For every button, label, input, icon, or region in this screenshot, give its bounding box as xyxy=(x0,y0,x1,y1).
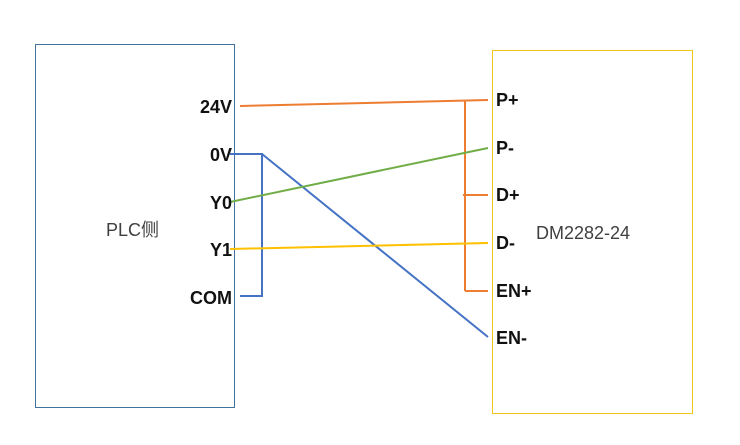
driver-title: DM2282-24 xyxy=(536,223,631,243)
driver-terminal-d-minus: D- xyxy=(496,233,515,253)
driver-terminal-en-minus: EN- xyxy=(496,328,527,348)
plc-terminal-y1: Y1 xyxy=(209,240,232,260)
wire-0v-to-com xyxy=(230,153,263,297)
wire-y0-net xyxy=(229,147,489,203)
driver-terminal-p-minus: P- xyxy=(496,138,514,158)
driver-terminal-d-plus: D+ xyxy=(496,185,520,205)
wire-24v-to-p-plus xyxy=(239,99,489,107)
plc-terminal-com: COM xyxy=(190,288,232,308)
plc-terminal-0v: 0V xyxy=(209,145,232,165)
wire-24v-bus xyxy=(239,99,489,292)
driver-terminal-en-plus: EN+ xyxy=(496,281,532,301)
wire-y1-net xyxy=(229,242,489,250)
wire-y0-to-p-minus xyxy=(229,147,489,203)
driver-terminal-p-plus: P+ xyxy=(496,90,519,110)
plc-box xyxy=(35,44,235,408)
driver-box xyxy=(492,50,693,414)
plc-terminal-y0: Y0 xyxy=(209,193,232,213)
plc-title: PLC侧 xyxy=(106,220,160,240)
wire-y1-to-d-minus xyxy=(229,242,489,250)
plc-terminal-24v: 24V xyxy=(199,97,232,117)
